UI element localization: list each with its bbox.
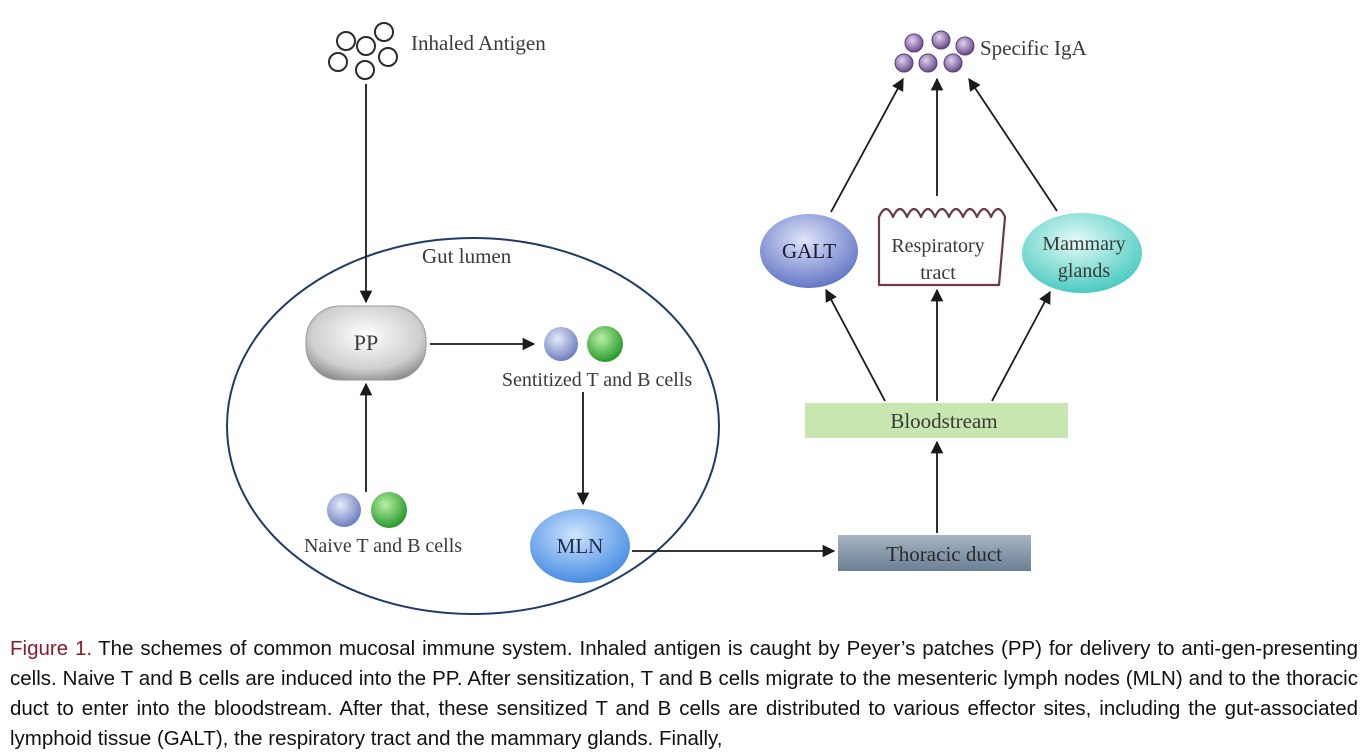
immune-system-diagram: Inhaled Antigen Gut lumen PP Sentitized … — [226, 22, 1142, 615]
specific-iga-label: Specific IgA — [980, 36, 1088, 60]
sensitized-b-cell — [587, 326, 623, 362]
sensitized-cells-label: Sentitized T and B cells — [502, 369, 693, 391]
bloodstream-box — [805, 403, 1068, 438]
galt-label: GALT — [782, 239, 836, 263]
respiratory-tract-node — [877, 207, 1007, 287]
naive-cells-label: Naive T and B cells — [304, 535, 462, 557]
sensitized-t-cell — [544, 327, 578, 361]
mln-label: MLN — [557, 534, 604, 558]
pp-label: PP — [354, 330, 378, 355]
arrow-bloodstream-to-galt — [825, 288, 886, 402]
arrow-mammary-to-iga — [968, 77, 1058, 212]
thoracic-duct-label: Thoracic duct — [886, 542, 1002, 566]
naive-b-cell — [371, 492, 407, 528]
antigen-icon — [328, 22, 398, 80]
figure-caption-text: The schemes of common mucosal immune sys… — [10, 637, 1358, 750]
respiratory-label-line1: Respiratory — [891, 235, 984, 257]
arrow-bloodstream-to-mammary — [991, 290, 1051, 402]
mammary-glands-node — [1022, 213, 1142, 293]
gut-lumen-label: Gut lumen — [422, 244, 512, 268]
naive-t-cell — [327, 493, 361, 527]
pp-node — [305, 305, 427, 381]
mln-node — [530, 509, 630, 583]
galt-node — [760, 214, 858, 288]
respiratory-label-line2: tract — [920, 262, 956, 284]
inhaled-antigen-label: Inhaled Antigen — [411, 31, 546, 55]
gut-lumen-boundary — [226, 237, 720, 615]
iga-icon — [894, 30, 975, 73]
figure-caption: Figure 1.The schemes of common mucosal i… — [10, 634, 1358, 754]
mammary-label-line2: glands — [1058, 260, 1110, 282]
thoracic-duct-box — [838, 535, 1031, 571]
bloodstream-label: Bloodstream — [890, 409, 997, 433]
figure-label: Figure 1. — [10, 637, 93, 660]
arrow-galt-to-iga — [830, 77, 904, 213]
mammary-label-line1: Mammary — [1042, 233, 1125, 255]
